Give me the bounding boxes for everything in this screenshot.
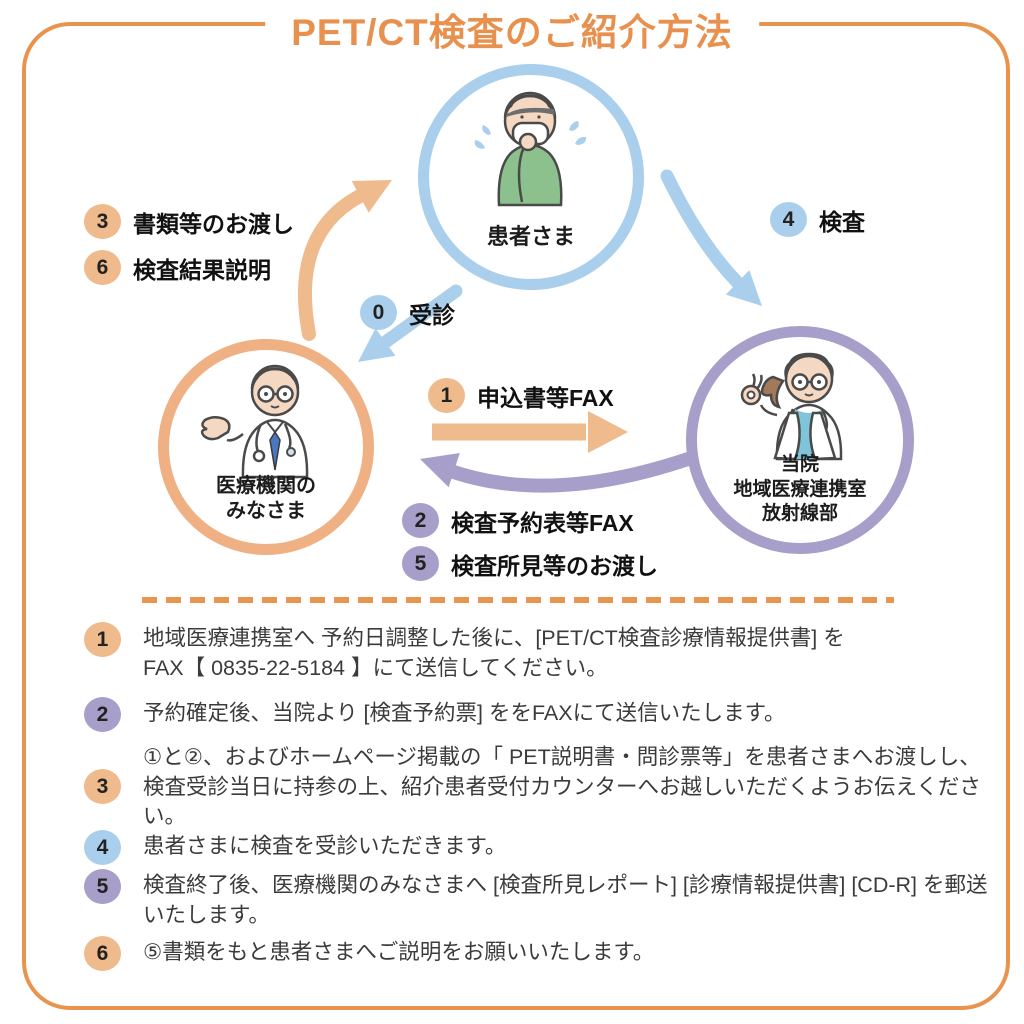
clinic-doctor-illustration (200, 364, 309, 479)
list-badge-2: 2 (84, 697, 121, 732)
patient-illustration (474, 91, 587, 207)
clinic-label: 医療機関の みなさま (216, 475, 316, 522)
hospital-doctor-illustration (740, 352, 843, 461)
list-item-3: 3 ①と②、およびホームページ掲載の「 PET説明書・問診票等」を患者さまへお渡… (84, 743, 1003, 832)
list-item-2: 2 予約確定後、当院より [検査予約票] ををFAXにて送信いたします。 (84, 697, 1003, 732)
node-clinic: 医療機関の みなさま (158, 339, 374, 555)
patient-label: 患者さま (486, 224, 575, 249)
step1-badge: 1 (428, 378, 465, 413)
list-text-6: ⑤書類をもと患者さまへご説明をお願いいたします。 (143, 940, 655, 964)
list-text-3: ①と②、およびホームページ掲載の「 PET説明書・問診票等」を患者さまへお渡しし… (143, 745, 981, 829)
step5-flow-text: 検査所見等のお渡し (451, 552, 658, 579)
step6-flow-text: 検査結果説明 (133, 256, 271, 283)
step5-badge: 5 (402, 546, 439, 581)
step3-badge: 3 (84, 204, 121, 239)
step2-badge: 2 (402, 503, 439, 538)
flow-label-step6: 6 検査結果説明 (84, 250, 271, 285)
list-badge-5: 5 (84, 869, 121, 904)
step1-flow-text: 申込書等FAX (477, 384, 614, 411)
flow-label-step5: 5 検査所見等のお渡し (402, 546, 658, 581)
step6-badge: 6 (84, 250, 121, 285)
flow-label-step0: 0 受診 (360, 295, 455, 330)
flow-label-step4: 4 検査 (770, 202, 865, 237)
list-badge-6: 6 (84, 936, 121, 971)
node-patient: 患者さま (418, 64, 644, 290)
step0-badge: 0 (360, 295, 397, 330)
flow-label-step3: 3 書類等のお渡し (84, 204, 294, 239)
flow-label-step2: 2 検査予約表等FAX (402, 503, 634, 538)
list-text-4: 患者さまに検査を受診いただきます。 (143, 834, 507, 858)
list-text-5: 検査終了後、医療機関のみなさまへ [検査所見レポート] [診療情報提供書] [C… (143, 873, 988, 927)
step4-badge: 4 (770, 202, 807, 237)
list-item-4: 4 患者さまに検査を受診いただきます。 (84, 830, 1003, 865)
list-text-2: 予約確定後、当院より [検査予約票] ををFAXにて送信いたします。 (143, 701, 786, 725)
list-badge-1: 1 (84, 622, 121, 657)
list-item-5: 5 検査終了後、医療機関のみなさまへ [検査所見レポート] [診療情報提供書] … (84, 869, 1003, 930)
flow-label-step1: 1 申込書等FAX (428, 378, 614, 413)
list-badge-3: 3 (84, 769, 121, 804)
step3-flow-text: 書類等のお渡し (133, 210, 294, 237)
list-item-1: 1 地域医療連携室へ 予約日調整した後に、[PET/CT検査診療情報提供書] を… (84, 622, 1003, 683)
node-hospital: 当院 地域医療連携室 放射線部 (686, 326, 914, 554)
list-badge-4: 4 (84, 830, 121, 865)
step2-flow-text: 検査予約表等FAX (451, 509, 634, 536)
step4-flow-text: 検査 (819, 208, 865, 235)
hospital-label: 当院 地域医療連携室 放射線部 (733, 453, 867, 525)
page-title: PET/CT検査のご紹介方法 (265, 2, 759, 56)
list-item-6: 6 ⑤書類をもと患者さまへご説明をお願いいたします。 (84, 936, 1003, 971)
step0-flow-text: 受診 (409, 301, 455, 328)
list-text-1: 地域医療連携室へ 予約日調整した後に、[PET/CT検査診療情報提供書] を F… (143, 626, 845, 680)
